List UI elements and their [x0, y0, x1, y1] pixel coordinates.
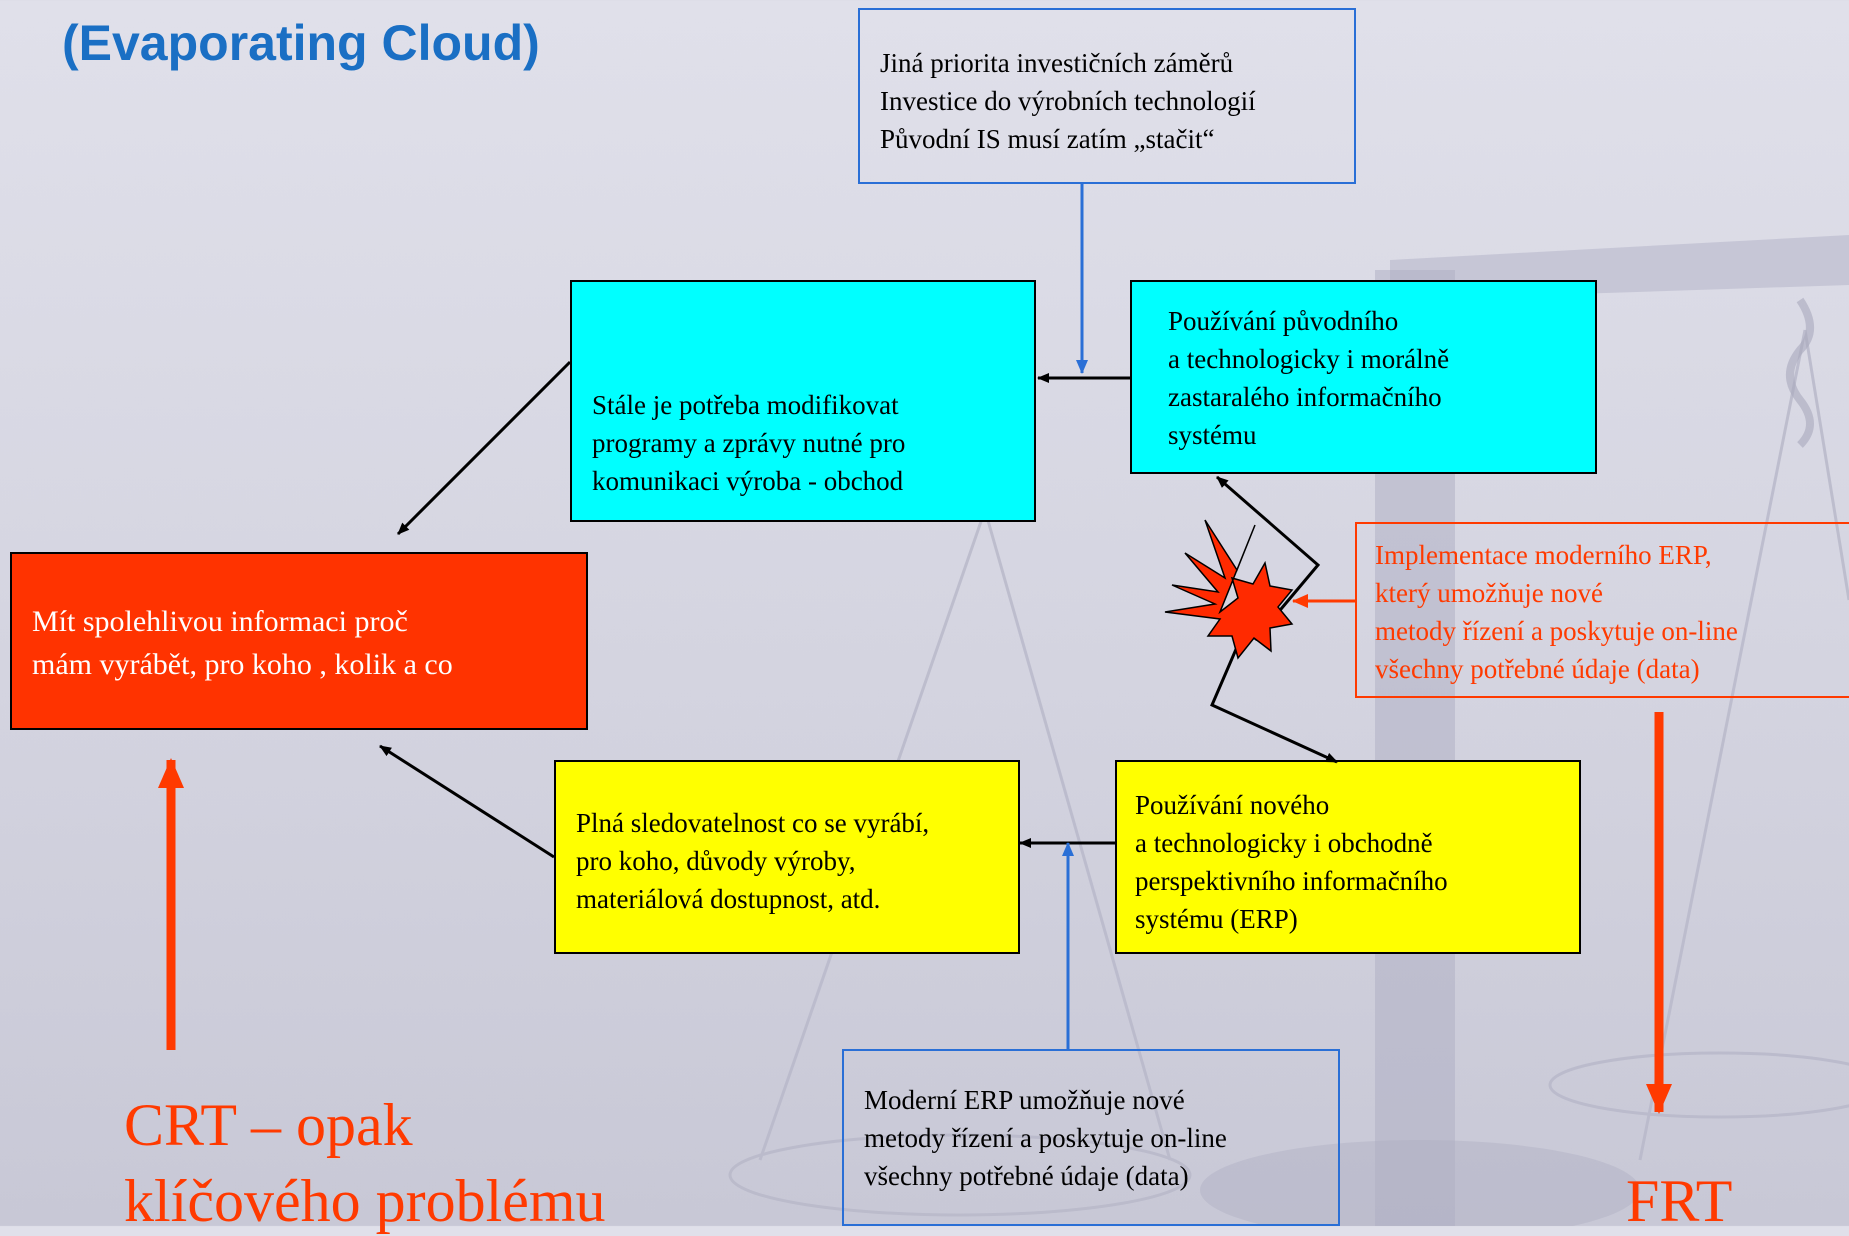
prerequisite-top-box: Používání původního a technologicky i mo…: [1130, 280, 1597, 474]
requirement-top-line: programy a zprávy nutné pro: [592, 428, 906, 458]
arrow-req-bottom-to-goal: [379, 744, 555, 859]
injection-line: všechny potřebné údaje (data): [1375, 654, 1700, 684]
assumption-bottom-line: Moderní ERP umožňuje nové: [864, 1085, 1185, 1115]
injection-line: který umožňuje nové: [1375, 578, 1603, 608]
injection-note: Implementace moderního ERP, který umožňu…: [1355, 522, 1849, 698]
requirement-top-line: komunikaci výroba - obchod: [592, 466, 904, 496]
prerequisite-bottom-box: Používání nového a technologicky i obcho…: [1115, 760, 1581, 954]
conflict-arrow-down: [1210, 639, 1338, 764]
injection-line: metody řízení a poskytuje on-line: [1375, 616, 1738, 646]
requirement-top-line: Stále je potřeba modifikovat: [592, 390, 899, 420]
prerequisite-bottom-line: perspektivního informačního: [1135, 866, 1448, 896]
requirement-top-box: Stále je potřeba modifikovat programy a …: [570, 280, 1036, 522]
crt-label-line-2: klíčového problému: [124, 1168, 606, 1234]
explosion-burst-icon: [1164, 519, 1294, 660]
requirement-bottom-line: Plná sledovatelnost co se vyrábí,: [576, 808, 930, 838]
prerequisite-bottom-line: a technologicky i obchodně: [1135, 828, 1433, 858]
crt-label-line-1: CRT – opak: [124, 1092, 413, 1158]
requirement-bottom-box: Plná sledovatelnost co se vyrábí, pro ko…: [554, 760, 1020, 954]
page-title: (Evaporating Cloud): [62, 15, 540, 71]
goal-box: Mít spolehlivou informaci proč mám vyráb…: [10, 552, 588, 730]
prerequisite-top-line: zastaralého informačního: [1168, 382, 1442, 412]
assumption-top-line: Jiná priorita investičních záměrů: [880, 48, 1234, 78]
injection-line: Implementace moderního ERP,: [1375, 540, 1712, 570]
assumption-top-line: Investice do výrobních technologií: [880, 86, 1256, 116]
prerequisite-top-line: systému: [1168, 420, 1257, 450]
assumption-bottom-line: metody řízení a poskytuje on-line: [864, 1123, 1227, 1153]
prerequisite-bottom-line: systému (ERP): [1135, 904, 1298, 934]
requirement-bottom-line: materiálová dostupnost, atd.: [576, 884, 881, 914]
prerequisite-top-line: a technologicky i morálně: [1168, 344, 1450, 374]
requirement-bottom-line: pro koho, důvody výroby,: [576, 846, 856, 876]
prerequisite-top-line: Používání původního: [1168, 306, 1399, 336]
assumption-bottom-line: všechny potřebné údaje (data): [864, 1161, 1189, 1191]
assumption-note-bottom: Moderní ERP umožňuje nové metody řízení …: [842, 1049, 1340, 1226]
assumption-top-line: Původní IS musí zatím „stačit“: [880, 124, 1215, 154]
prerequisite-bottom-line: Používání nového: [1135, 790, 1330, 820]
frt-label: FRT: [1626, 1168, 1733, 1234]
goal-line: Mít spolehlivou informaci proč: [32, 605, 408, 638]
goal-line: mám vyrábět, pro koho , kolik a co: [32, 648, 453, 681]
arrow-req-top-to-goal: [396, 360, 572, 536]
assumption-note-top: Jiná priorita investičních záměrů Invest…: [858, 8, 1356, 184]
